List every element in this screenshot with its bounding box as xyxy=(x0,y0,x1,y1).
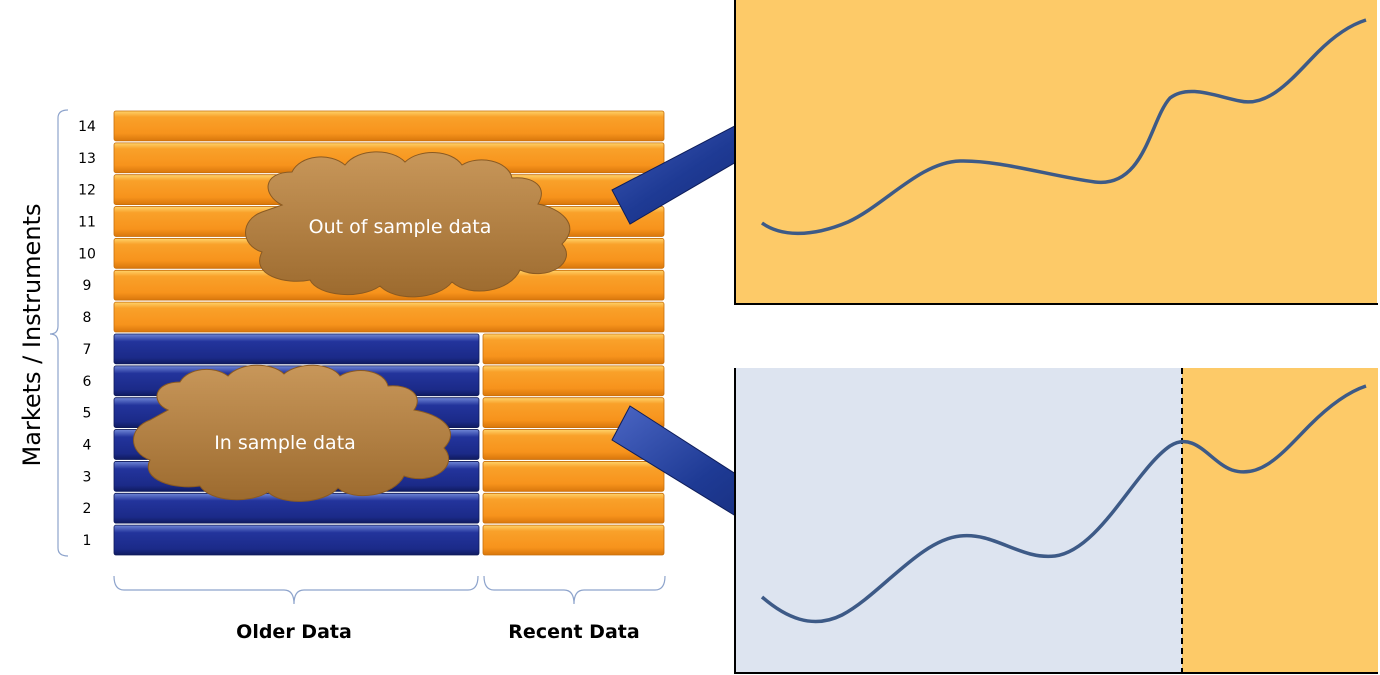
top-chart xyxy=(734,0,1378,305)
recent-data-row xyxy=(482,333,665,365)
rows-brace xyxy=(49,109,69,557)
row-number: 12 xyxy=(78,183,96,199)
older-data-brace xyxy=(113,575,479,605)
row-number: 5 xyxy=(83,406,92,422)
row-number: 4 xyxy=(83,438,92,454)
row-number: 13 xyxy=(78,151,96,167)
bottom-chart-series-line xyxy=(760,384,1367,624)
recent-data-brace xyxy=(483,575,666,605)
axis-label: Markets / Instruments xyxy=(18,204,46,467)
out-of-sample-row xyxy=(113,110,665,142)
in-sample-cloud: In sample data xyxy=(133,364,451,502)
row-number: 6 xyxy=(83,374,92,390)
top-chart-axes xyxy=(734,0,1378,305)
older-data-label: Older Data xyxy=(236,621,352,643)
row-number: 3 xyxy=(83,469,92,485)
row-number: 10 xyxy=(78,246,96,262)
row-number: 14 xyxy=(78,119,96,135)
bottom-chart-out-of-sample-area xyxy=(1182,368,1378,672)
in-sample-row xyxy=(113,333,480,365)
row-number: 7 xyxy=(83,342,92,358)
bottom-chart-in-sample-area xyxy=(735,368,1182,672)
row-number: 9 xyxy=(83,278,92,294)
out-of-sample-row xyxy=(113,301,665,333)
row-number: 11 xyxy=(78,215,96,231)
out-of-sample-cloud: Out of sample data xyxy=(245,151,571,298)
row-number: 8 xyxy=(83,310,92,326)
recent-data-row xyxy=(482,461,665,492)
recent-data-row xyxy=(482,492,665,524)
recent-data-row xyxy=(482,397,665,428)
bottom-chart xyxy=(734,368,1378,674)
top-chart-plot-area xyxy=(735,0,1377,303)
recent-data-row xyxy=(482,365,665,397)
out-of-sample-label: Out of sample data xyxy=(309,216,492,238)
bottom-chart-axes xyxy=(734,368,1378,674)
in-sample-label: In sample data xyxy=(214,432,356,454)
in-sample-row xyxy=(113,524,480,556)
recent-data-label: Recent Data xyxy=(508,621,639,643)
top-chart-series-line xyxy=(760,18,1367,236)
row-number: 1 xyxy=(83,533,92,549)
recent-data-row xyxy=(482,524,665,556)
row-number: 2 xyxy=(83,501,92,517)
